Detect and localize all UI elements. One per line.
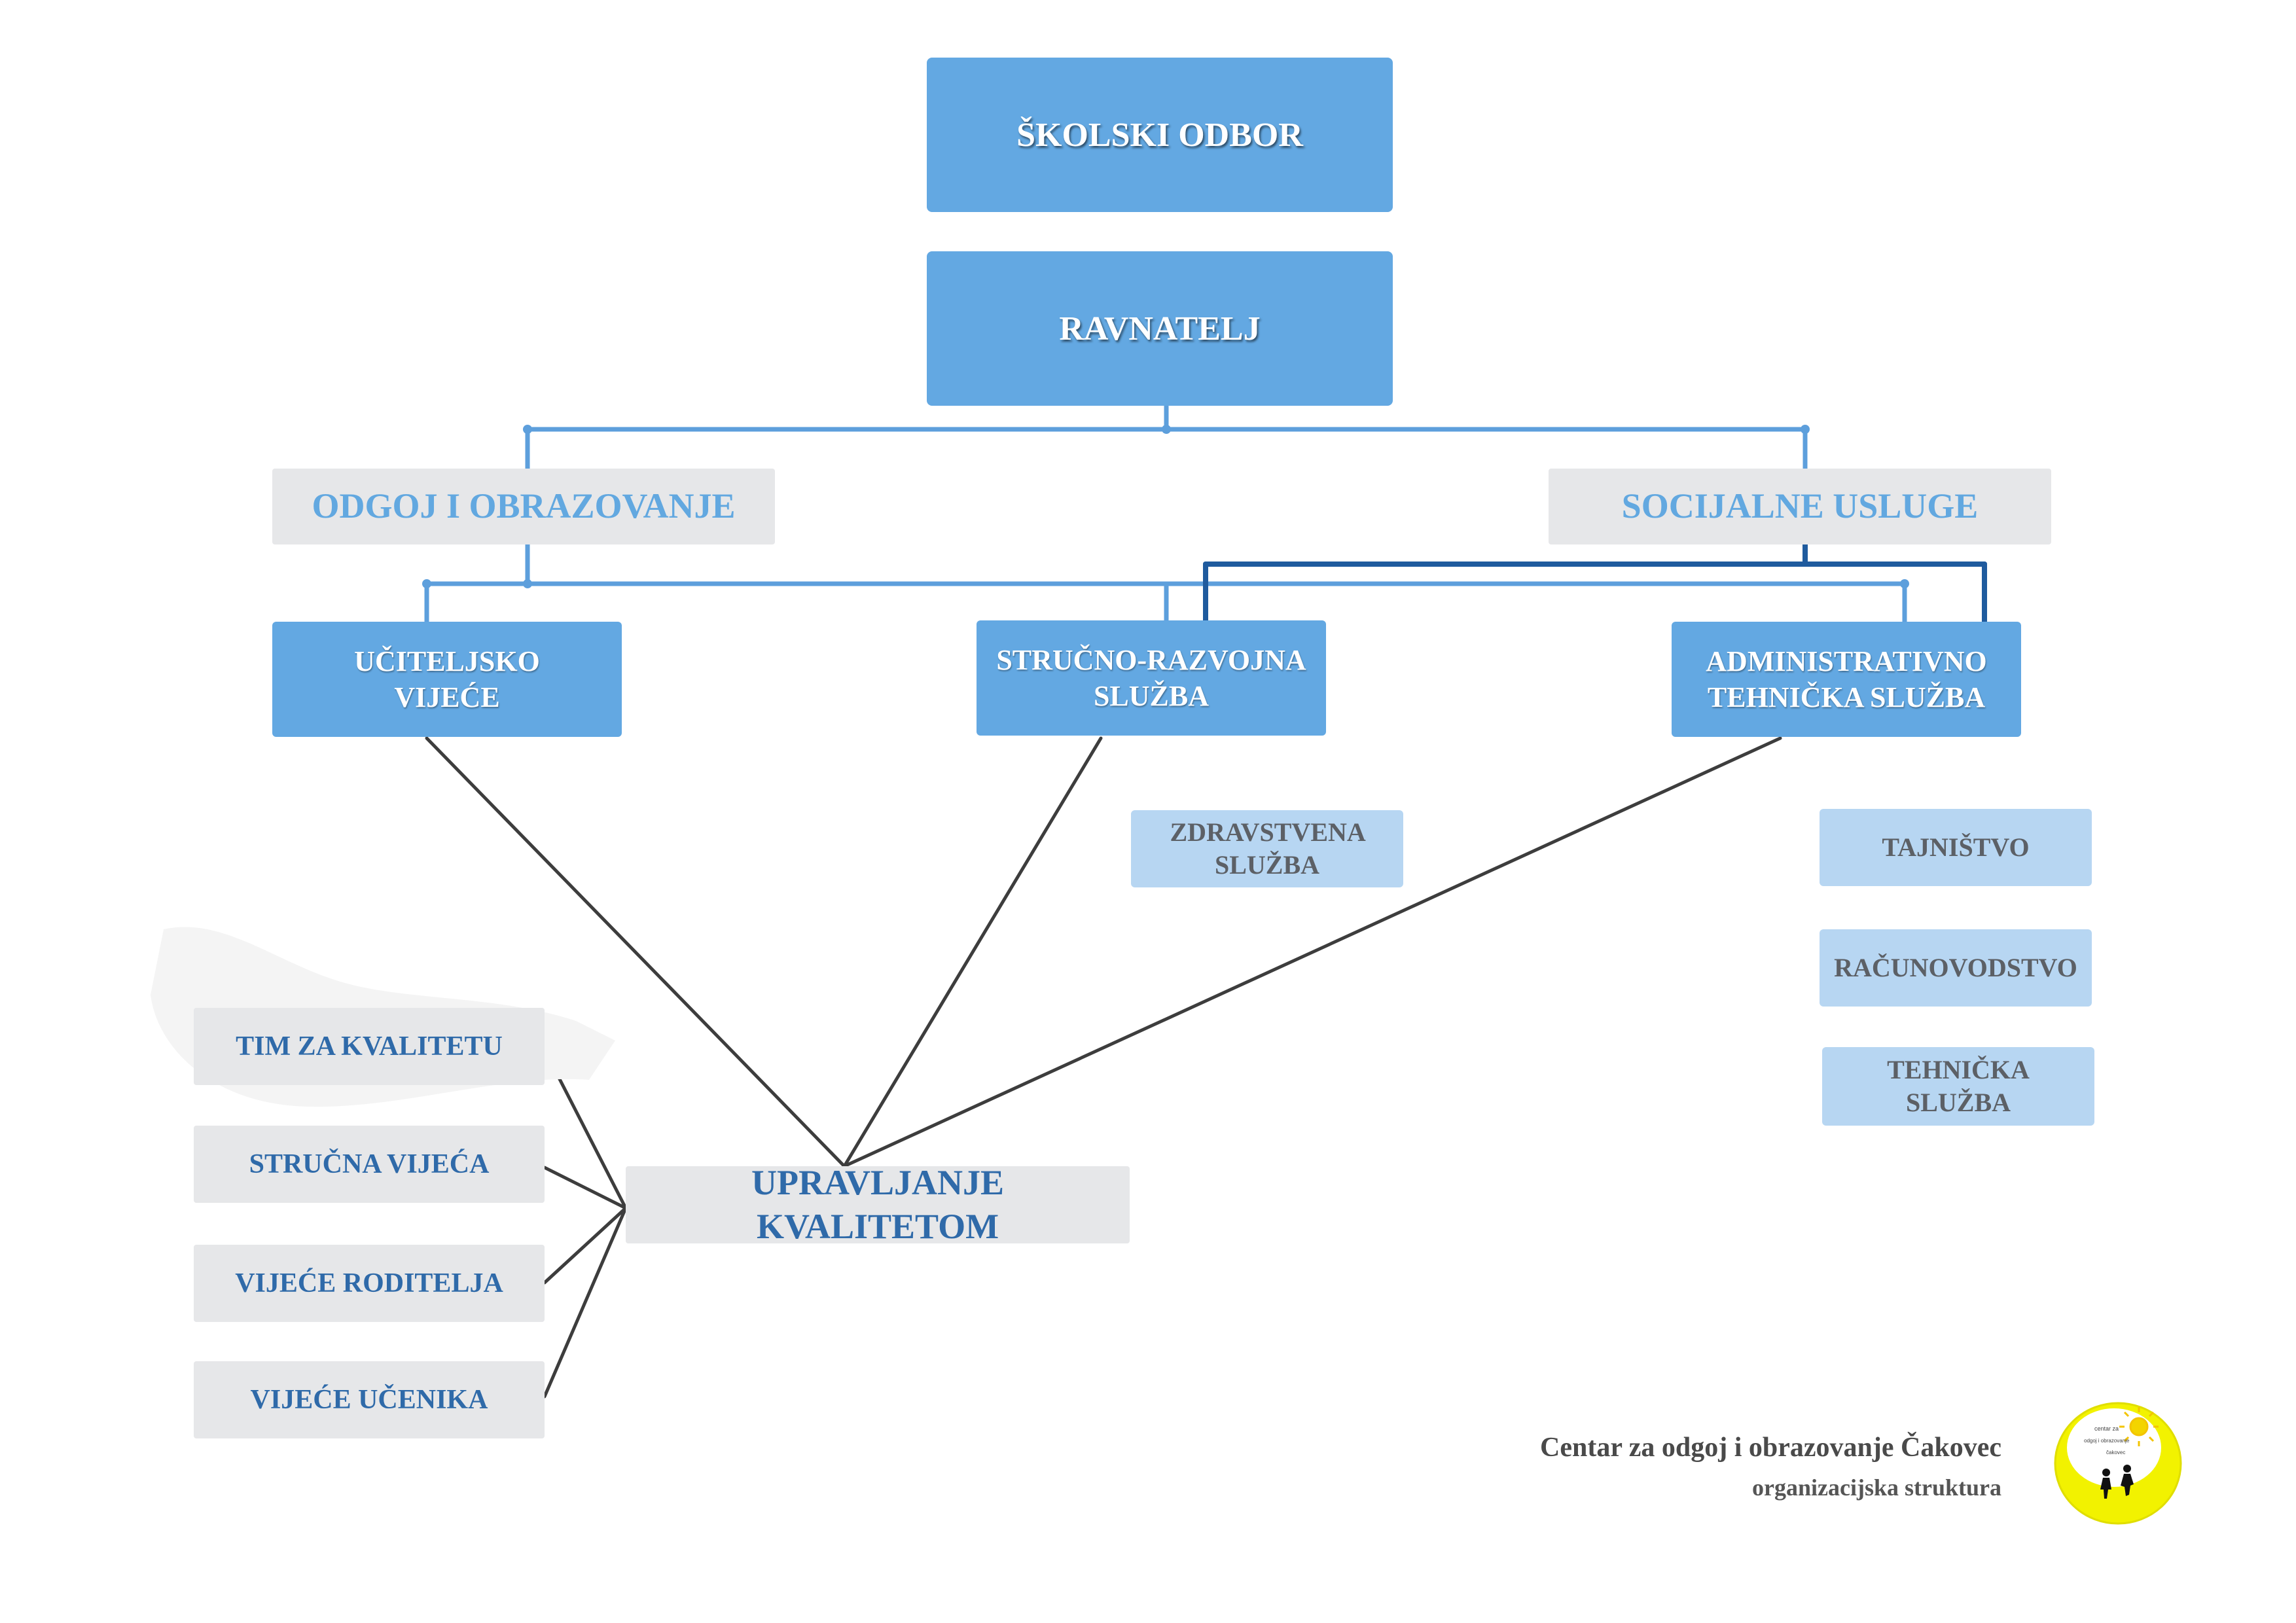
branch-social-label: SOCIJALNE USLUGE (1621, 486, 1979, 526)
board-box: ŠKOLSKI ODBOR (927, 58, 1393, 212)
unit-admin-service-label: ADMINISTRATIVNO TEHNIČKA SLUŽBA (1706, 645, 1987, 713)
unit-admin-service: ADMINISTRATIVNO TEHNIČKA SLUŽBA (1672, 622, 2021, 737)
quality-body-label: VIJEĆE RODITELJA (235, 1268, 503, 1298)
quality-body-label: STRUČNA VIJEĆA (249, 1149, 490, 1179)
quality-line-teachers (425, 736, 846, 1168)
health-service-box: ZDRAVSTVENA SLUŽBA (1131, 810, 1403, 887)
quality-line-admin (842, 736, 1782, 1168)
unit-teachers-council: UČITELJSKO VIJEĆE (272, 622, 622, 737)
quality-line-councils (543, 1166, 628, 1210)
quality-management-label: UPRAVLJANJE KVALITETOM (751, 1162, 1005, 1247)
director-label: RAVNATELJ (1059, 310, 1261, 348)
connector-dot (523, 425, 532, 434)
footer-subtitle: organizacijska struktura (1752, 1474, 2001, 1501)
connector-dot (523, 579, 532, 588)
admin-subunit-label: TEHNIČKA SLUŽBA (1887, 1055, 2030, 1117)
quality-line-students (543, 1206, 628, 1399)
quality-body-students: VIJEĆE UČENIKA (194, 1361, 545, 1438)
footer-title: Centar za odgoj i obrazovanje Čakovec (1540, 1433, 2001, 1463)
quality-body-label: TIM ZA KVALITETU (236, 1031, 503, 1061)
director-box: RAVNATELJ (927, 251, 1393, 406)
connector-dot (422, 579, 431, 588)
connector-dot (1162, 425, 1171, 434)
health-service-label: ZDRAVSTVENA SLUŽBA (1170, 817, 1366, 880)
admin-subunit-technical: TEHNIČKA SLUŽBA (1822, 1047, 2094, 1126)
board-label: ŠKOLSKI ODBOR (1016, 116, 1303, 154)
branch-social: SOCIJALNE USLUGE (1549, 469, 2051, 544)
connector-dot (1801, 425, 1810, 434)
unit-teachers-council-label: UČITELJSKO VIJEĆE (354, 645, 540, 713)
quality-body-parents: VIJEĆE RODITELJA (194, 1245, 545, 1322)
connector-dot (1900, 579, 1909, 588)
admin-subunit-accounting: RAČUNOVODSTVO (1820, 929, 2092, 1007)
quality-management-box: UPRAVLJANJE KVALITETOM (626, 1163, 1130, 1246)
unit-professional-service-label: STRUČNO-RAZVOJNA SLUŽBA (996, 644, 1306, 712)
branch-education: ODGOJ I OBRAZOVANJE (272, 469, 775, 544)
quality-body-councils: STRUČNA VIJEĆA (194, 1126, 545, 1203)
quality-body-team: TIM ZA KVALITETU (194, 1008, 545, 1085)
quality-body-label: VIJEĆE UČENIKA (250, 1384, 488, 1415)
admin-subunit-secretariat: TAJNIŠTVO (1820, 809, 2092, 886)
quality-line-professional (842, 736, 1103, 1168)
admin-subunit-label: TAJNIŠTVO (1882, 832, 2030, 862)
unit-professional-service: STRUČNO-RAZVOJNA SLUŽBA (977, 620, 1326, 736)
quality-line-parents (543, 1206, 628, 1285)
branch-education-label: ODGOJ I OBRAZOVANJE (312, 486, 736, 526)
admin-subunit-label: RAČUNOVODSTVO (1834, 953, 2077, 982)
